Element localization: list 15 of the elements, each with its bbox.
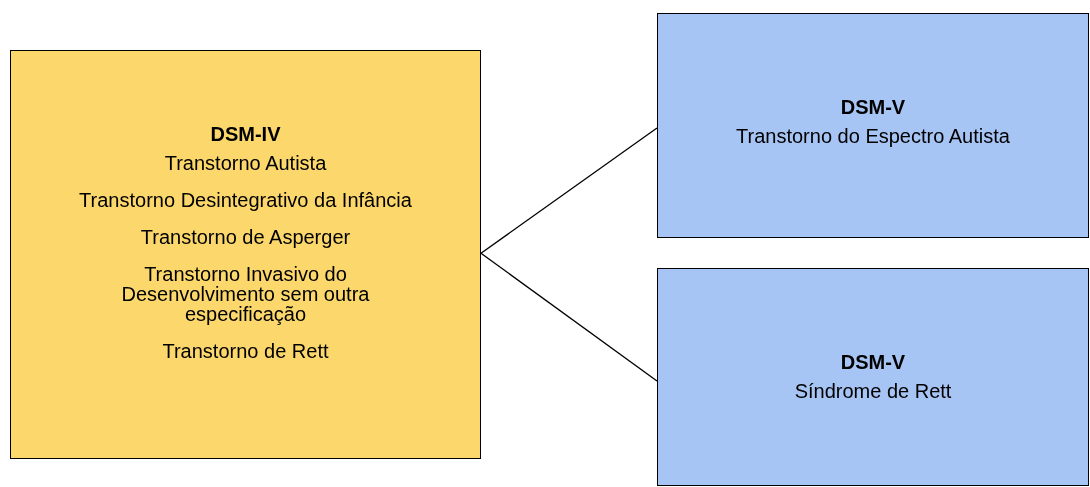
disorder-name: Síndrome de Rett [794,381,952,401]
category-box [657,268,1089,486]
disorder-name: Transtorno de Rett [162,341,329,361]
box-heading: DSM-IV [210,122,281,147]
connector-line [480,127,658,254]
box-heading: DSM-V [840,95,906,120]
box-heading: DSM-V [840,350,906,375]
category-box [657,13,1089,238]
category-box [10,50,481,459]
disorder-name: Transtorno Desintegrativo da Infância [79,190,412,210]
connector-line [480,252,658,382]
disorder-name: Transtorno de Asperger [140,227,351,247]
disorder-name: Transtorno do Espectro Autista [736,126,1010,146]
disorder-name: Transtorno Autista [164,153,327,173]
disorder-name: Transtorno Invasivo do Desenvolvimento sem outra especificação [120,264,371,324]
